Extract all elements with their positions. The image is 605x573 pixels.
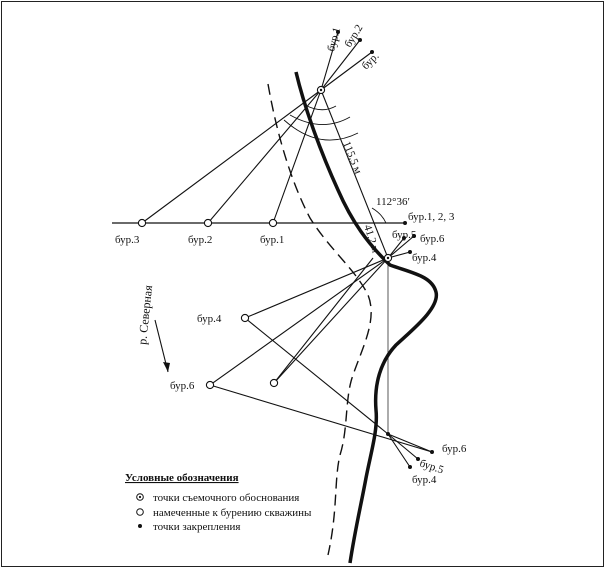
fix-top-2 [358, 38, 362, 42]
fix-bur4-upper [408, 250, 412, 254]
bore-marker-6 [205, 380, 215, 390]
ray-to-bur3 [141, 89, 322, 224]
lower-station-rays [209, 235, 415, 434]
label-bur6-mid: бур.6 [170, 380, 195, 392]
fix-bur5-upper [402, 236, 406, 240]
angle-arc-outer [289, 114, 351, 125]
fix-top-1 [336, 30, 340, 34]
angle-arc-right [371, 207, 387, 224]
angle-arc-wide [283, 119, 359, 141]
ray-lower-to-bur6 [387, 433, 433, 453]
fix-bur5-lower [416, 457, 420, 461]
ray-to-bur6-mid [209, 257, 389, 386]
upper-station-rays [141, 31, 389, 259]
legend-item-station: точки съемочного обоснования [153, 492, 299, 504]
station-upper-dot [319, 88, 323, 92]
ray-to-top-bur1 [320, 31, 339, 91]
ray-to-top-bur [320, 51, 373, 91]
fix-top-3 [370, 50, 374, 54]
fix-bur6-upper [412, 234, 416, 238]
ray-bur4-to-lower [244, 317, 389, 435]
ray-to-bur4-mid [244, 257, 389, 319]
bore-marker-5 [269, 378, 279, 388]
legend-symbol-station-dot [138, 495, 142, 499]
planned-bore-markers [137, 218, 279, 390]
river-flow-arrow-head [163, 362, 170, 372]
ray-bur6-to-lower [209, 384, 433, 453]
label-bur1-top: бур.1 [325, 26, 343, 53]
label-distance-upper: 115,5 м [340, 140, 364, 176]
station-lower-dot [386, 256, 390, 260]
river-bank-bold [294, 71, 438, 564]
label-bur3-line: бур.3 [115, 234, 140, 246]
ray-to-bur2 [207, 89, 322, 224]
label-bur6-lower: бур.6 [442, 443, 467, 455]
fixing-points [336, 30, 434, 469]
label-angle: 112°36′ [376, 196, 410, 208]
label-bur2-line: бур.2 [188, 234, 212, 246]
label-bur2-top: бур.2 [342, 23, 365, 50]
ray-lower-to-bur5 [387, 433, 419, 460]
label-bur4-upper: бур.4 [412, 252, 437, 264]
bore-marker-2 [203, 218, 213, 228]
label-bur3-top: бур. [360, 50, 382, 72]
label-bur1-line: бур.1 [260, 234, 284, 246]
label-distance-lower: 41,2 м [361, 223, 381, 254]
legend-symbol-planned [136, 508, 144, 516]
ray-to-point-center [273, 257, 389, 384]
fix-bur6-lower [430, 450, 434, 454]
label-bur4-mid: бур.4 [197, 313, 222, 325]
bore-marker-4 [240, 313, 250, 323]
ray-to-bur5-upper [387, 237, 405, 259]
fix-line-end [403, 221, 407, 225]
fix-lower-center [386, 432, 390, 436]
angle-arc-inner [304, 104, 337, 111]
bore-marker-1 [268, 218, 278, 228]
station-connector [320, 89, 389, 259]
lower-point-rays [209, 257, 433, 468]
legend-item-fixing: точки закрепления [153, 521, 240, 533]
legend-item-planned: намеченные к бурению скважины [153, 507, 312, 519]
ray-to-bur1 [272, 89, 322, 224]
label-bur4-lower: бур.4 [412, 474, 437, 486]
ray-lower-to-bur4 [387, 433, 411, 468]
label-line-series: бур.1, 2, 3 [408, 211, 455, 223]
bore-marker-3 [137, 218, 147, 228]
survey-stations [316, 85, 393, 263]
label-river: р. Северная [135, 284, 155, 345]
legend-title: Условные обозначения [125, 472, 239, 484]
ray-to-top-bur2 [320, 39, 361, 91]
legend: Условные обозначения точки съемочного об… [125, 472, 312, 533]
label-bur6-upper: бур.6 [420, 233, 445, 245]
label-bur5-upper: бур.5 [392, 229, 417, 241]
ray-to-bur6-upper [387, 235, 415, 259]
fix-bur4-lower [408, 465, 412, 469]
ray-center-to-lower [273, 257, 374, 384]
legend-symbol-fixing [138, 524, 142, 528]
river-bank-dashed [267, 83, 372, 556]
